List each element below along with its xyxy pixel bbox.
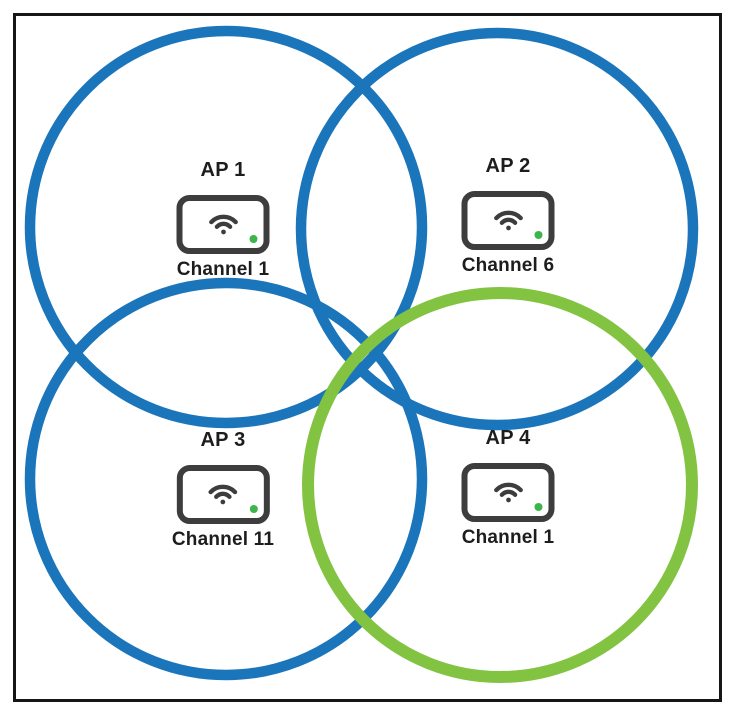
ap-group-1: AP 1 Channel 1 <box>176 159 270 281</box>
wifi-icon <box>493 210 523 230</box>
diagram-frame <box>13 13 722 702</box>
ap-device <box>461 191 555 250</box>
ap-device <box>176 195 270 254</box>
ap-channel-label: Channel 1 <box>461 527 555 548</box>
ap-channel-label: Channel 1 <box>176 259 270 280</box>
coverage-circle-ap3 <box>24 277 428 681</box>
ap-group-2: AP 2 Channel 6 <box>461 155 555 277</box>
wifi-icon <box>208 214 238 234</box>
ap-device <box>461 463 555 522</box>
status-led-icon <box>534 503 543 511</box>
status-led-icon <box>249 235 258 243</box>
coverage-circle-ap4 <box>302 287 698 683</box>
wifi-dot <box>220 229 226 234</box>
wifi-icon <box>208 484 238 504</box>
status-led-icon <box>249 505 258 513</box>
ap-name-label: AP 3 <box>200 429 246 451</box>
ap-group-4: AP 4 Channel 1 <box>461 427 555 549</box>
coverage-circle-ap2 <box>295 27 699 431</box>
ap-channel-label: Channel 6 <box>461 255 555 276</box>
ap-channel-label: Channel 11 <box>171 529 275 550</box>
coverage-circle-ap1 <box>24 25 428 429</box>
status-led-icon <box>534 231 543 239</box>
wifi-dot <box>505 225 511 230</box>
ap-name-label: AP 1 <box>200 159 246 181</box>
ap-device <box>176 465 270 524</box>
wifi-dot <box>220 499 226 504</box>
ap-name-label: AP 4 <box>485 427 531 449</box>
wifi-icon <box>493 482 523 502</box>
wifi-dot <box>505 497 511 502</box>
ap-group-3: AP 3 Channel 11 <box>172 429 274 551</box>
ap-name-label: AP 2 <box>485 155 531 177</box>
